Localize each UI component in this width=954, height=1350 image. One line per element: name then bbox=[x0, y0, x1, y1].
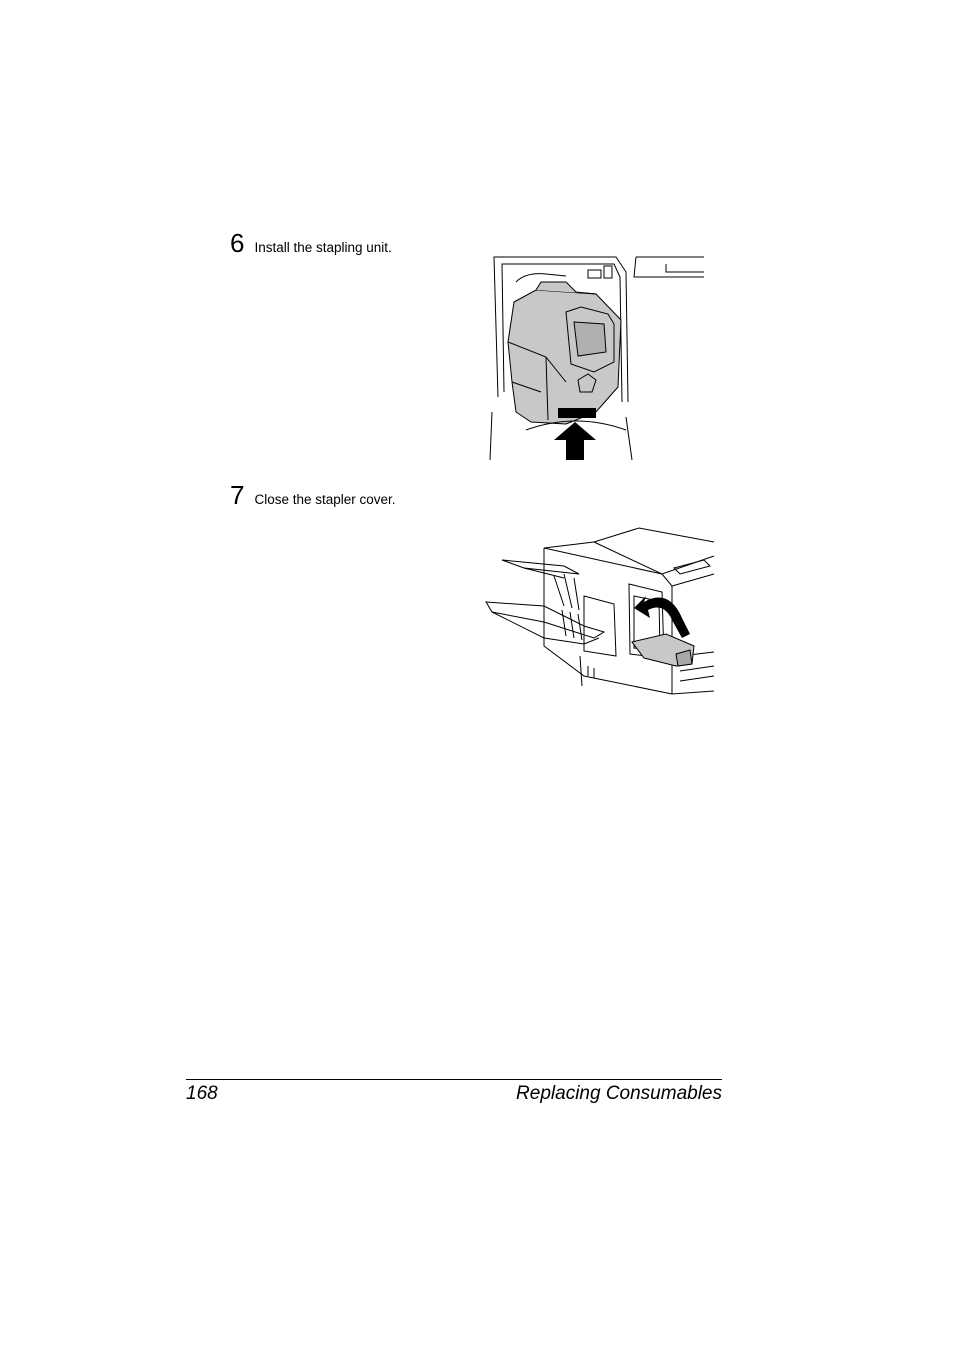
step-instruction: Close the stapler cover. bbox=[254, 492, 396, 507]
section-title: Replacing Consumables bbox=[516, 1083, 722, 1104]
footer-divider bbox=[186, 1079, 722, 1080]
stapling-unit-illustration bbox=[489, 256, 704, 461]
step-instruction: Install the stapling unit. bbox=[254, 240, 392, 255]
step-7: 7 Close the stapler cover. bbox=[230, 482, 396, 508]
step-number: 7 bbox=[230, 480, 245, 510]
step-number: 6 bbox=[230, 228, 245, 258]
page-number: 168 bbox=[186, 1083, 218, 1104]
step-6: 6 Install the stapling unit. bbox=[230, 230, 392, 256]
close-stapler-cover-illustration bbox=[485, 527, 715, 695]
